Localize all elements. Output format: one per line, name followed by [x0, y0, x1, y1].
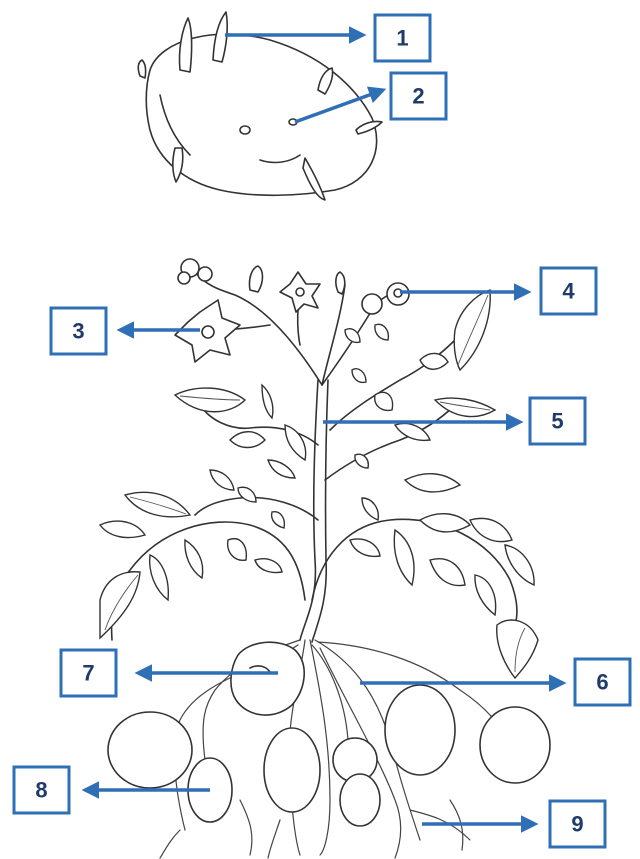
label-box-7: 7 [61, 650, 116, 696]
label-4-text: 4 [562, 279, 575, 304]
label-box-6: 6 [575, 659, 630, 705]
label-box-1: 1 [375, 15, 430, 61]
label-box-3: 3 [51, 308, 106, 354]
label-box-8: 8 [14, 767, 69, 813]
label-box-9: 9 [550, 801, 605, 847]
label-2-text: 2 [412, 84, 424, 109]
label-3-text: 3 [72, 319, 84, 344]
sprouting-tuber-drawing [138, 12, 382, 200]
label-6-text: 6 [596, 670, 608, 695]
flowers [175, 259, 409, 362]
potato-plant-drawing [100, 259, 550, 858]
label-box-2: 2 [391, 73, 446, 119]
label-1-text: 1 [396, 26, 408, 51]
label-9-text: 9 [571, 812, 583, 837]
label-box-4: 4 [541, 268, 596, 314]
label-box-5: 5 [530, 398, 585, 444]
label-7-text: 7 [82, 661, 94, 686]
label-5-text: 5 [551, 409, 563, 434]
label-8-text: 8 [35, 778, 47, 803]
